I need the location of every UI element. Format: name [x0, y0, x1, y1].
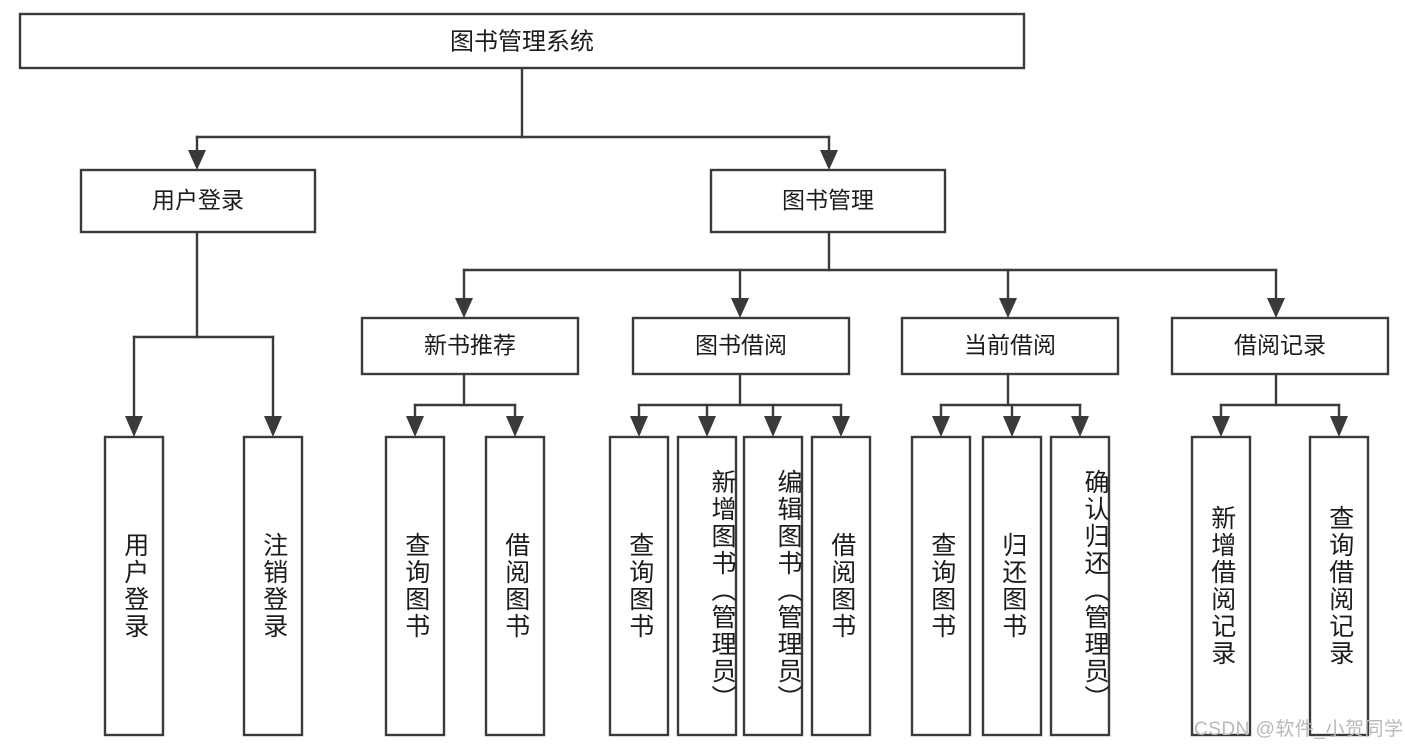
- edge-group-borrow-record: [1212, 372, 1348, 437]
- arrow-to-leaf-add-book: [698, 416, 716, 437]
- borrow-record-box[interactable]: [1170, 316, 1390, 376]
- leaf-box-borrow-book-a[interactable]: [484, 435, 546, 737]
- node-borrow-record[interactable]: 借阅记录: [1170, 316, 1390, 376]
- new-book-recommend-box[interactable]: [360, 316, 580, 376]
- user-login-box[interactable]: [79, 168, 317, 234]
- arrow-to-leaf-edit-book: [764, 416, 782, 437]
- leaf-box-confirm-return[interactable]: [1049, 435, 1111, 737]
- csdn-watermark: CSDN @软件_小贺同学: [1194, 719, 1404, 740]
- current-borrow-label: 当前借阅: [964, 332, 1056, 358]
- book-management-label: 图书管理: [782, 187, 874, 213]
- arrow-to-current-borrow: [999, 298, 1017, 318]
- node-book-borrow[interactable]: 图书借阅: [631, 316, 851, 376]
- arrow-to-leaf-query-book-a: [406, 416, 424, 437]
- node-user-login[interactable]: 用户登录: [79, 168, 317, 234]
- arrow-to-book-management: [820, 150, 838, 170]
- edge-group-current-borrow: [932, 372, 1089, 437]
- node-book-management[interactable]: 图书管理: [709, 168, 947, 234]
- arrow-to-leaf-logout: [264, 416, 282, 437]
- root-label: 图书管理系统: [450, 28, 594, 55]
- book-borrow-box[interactable]: [631, 316, 851, 376]
- leaf-box-add-book[interactable]: [676, 435, 738, 737]
- edge-group-book-borrow: [630, 372, 850, 437]
- arrow-to-leaf-borrow-book-b: [832, 416, 850, 437]
- leaf-box-add-record[interactable]: [1190, 435, 1252, 737]
- user-login-label: 用户登录: [152, 187, 244, 213]
- leaf-box-user-login[interactable]: [103, 435, 165, 737]
- node-root[interactable]: 图书管理系统: [18, 12, 1026, 70]
- new-book-recommend-label: 新书推荐: [424, 332, 516, 358]
- arrow-to-leaf-borrow-book-a: [506, 416, 524, 437]
- arrow-to-book-borrow: [731, 298, 749, 318]
- arrow-to-leaf-query-record: [1330, 416, 1348, 437]
- leaf-box-return-book[interactable]: [981, 435, 1043, 737]
- leaf-box-logout[interactable]: [242, 435, 304, 737]
- edge-group-user-login: [125, 230, 282, 437]
- leaf-box-query-book-c[interactable]: [910, 435, 972, 737]
- leaf-box-borrow-book-b[interactable]: [810, 435, 872, 737]
- edge-group-root: [188, 66, 838, 170]
- arrow-to-leaf-query-book-c: [932, 416, 950, 437]
- leaf-box-query-record[interactable]: [1308, 435, 1370, 737]
- leaf-box-query-book-a[interactable]: [384, 435, 446, 737]
- book-management-box[interactable]: [709, 168, 947, 234]
- borrow-record-label: 借阅记录: [1234, 332, 1326, 358]
- book-borrow-label: 图书借阅: [695, 332, 787, 358]
- arrow-to-leaf-query-book-b: [630, 416, 648, 437]
- arrow-to-user-login: [188, 150, 206, 170]
- current-borrow-box[interactable]: [900, 316, 1120, 376]
- node-new-book-recommend[interactable]: 新书推荐: [360, 316, 580, 376]
- node-current-borrow[interactable]: 当前借阅: [900, 316, 1120, 376]
- leaf-box-edit-book[interactable]: [742, 435, 804, 737]
- arrow-to-leaf-add-record: [1212, 416, 1230, 437]
- root-box[interactable]: [18, 12, 1026, 70]
- edge-group-new-book-recommend: [406, 372, 524, 437]
- edge-group-book-management: [455, 230, 1285, 318]
- arrow-to-borrow-record: [1267, 298, 1285, 318]
- leaf-boxes: [103, 435, 1370, 737]
- leaf-box-query-book-b[interactable]: [608, 435, 670, 737]
- arrow-to-leaf-confirm-return: [1071, 416, 1089, 437]
- arrow-to-leaf-return-book: [1003, 416, 1021, 437]
- arrow-to-new-book-recommend: [455, 298, 473, 318]
- arrow-to-leaf-user-login: [125, 416, 143, 437]
